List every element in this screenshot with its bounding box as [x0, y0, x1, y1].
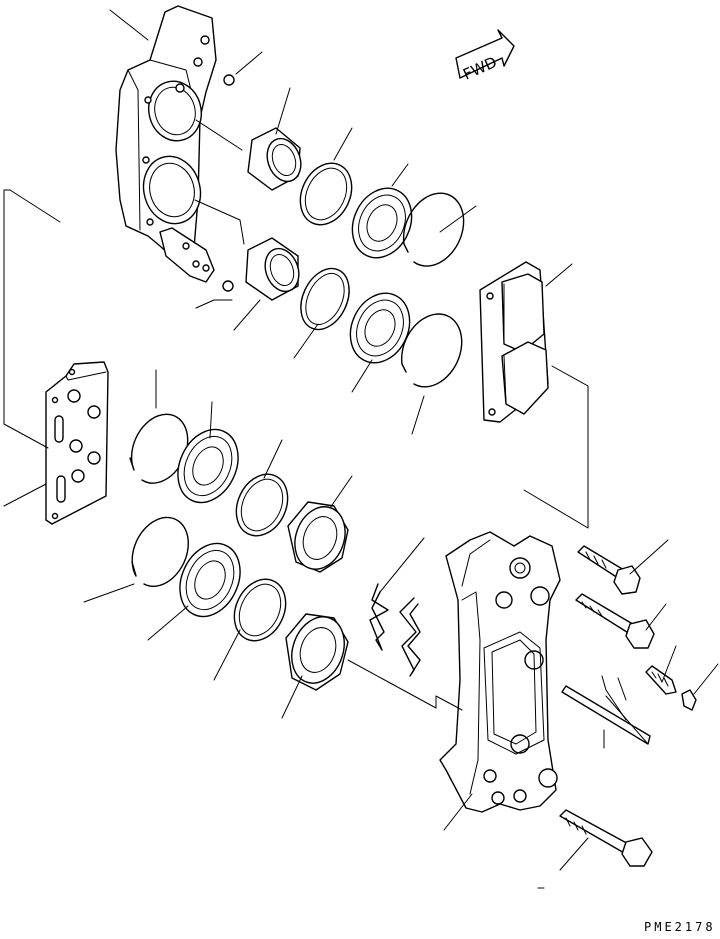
- upper-piston-bottom: [245, 237, 300, 301]
- lower-dust-boot-1: [177, 428, 239, 504]
- bleeder-cap: [681, 689, 697, 711]
- bleeder-screw: [645, 665, 677, 695]
- upper-retaining-ring-2: [400, 313, 463, 388]
- drawing-code: PME2178: [644, 920, 716, 934]
- lower-caliper-housing: [439, 531, 561, 813]
- mounting-bolt-middle: [575, 593, 655, 649]
- callout-leader-lines: [3, 9, 719, 889]
- upper-retaining-ring-1: [402, 192, 465, 267]
- lower-seal-ring-1: [235, 473, 289, 537]
- upper-caliper-housing: [115, 5, 217, 283]
- lower-retaining-ring-1: [129, 413, 189, 484]
- upper-seal-ring-2: [300, 267, 350, 331]
- upper-o-ring-top: [223, 74, 235, 86]
- forward-direction-arrow: FWD: [455, 29, 515, 84]
- lower-piston-2: [285, 613, 349, 691]
- brake-pad-assembly: [479, 261, 549, 423]
- guide-pin: [561, 685, 651, 745]
- lower-dust-boot-2: [179, 542, 241, 618]
- pad-retaining-pin-clip: [399, 597, 421, 677]
- lower-piston-1: [287, 501, 349, 573]
- mounting-bolt-bottom: [559, 809, 653, 867]
- upper-o-ring-bottom: [222, 280, 234, 292]
- upper-dust-boot-2: [349, 292, 411, 364]
- mounting-plate: [45, 361, 109, 525]
- lower-retaining-ring-2: [131, 516, 189, 587]
- pad-spring-clip: [369, 583, 389, 651]
- upper-dust-boot-1: [351, 187, 413, 259]
- mounting-bolt-top: [577, 545, 641, 595]
- upper-piston-top: [247, 127, 302, 191]
